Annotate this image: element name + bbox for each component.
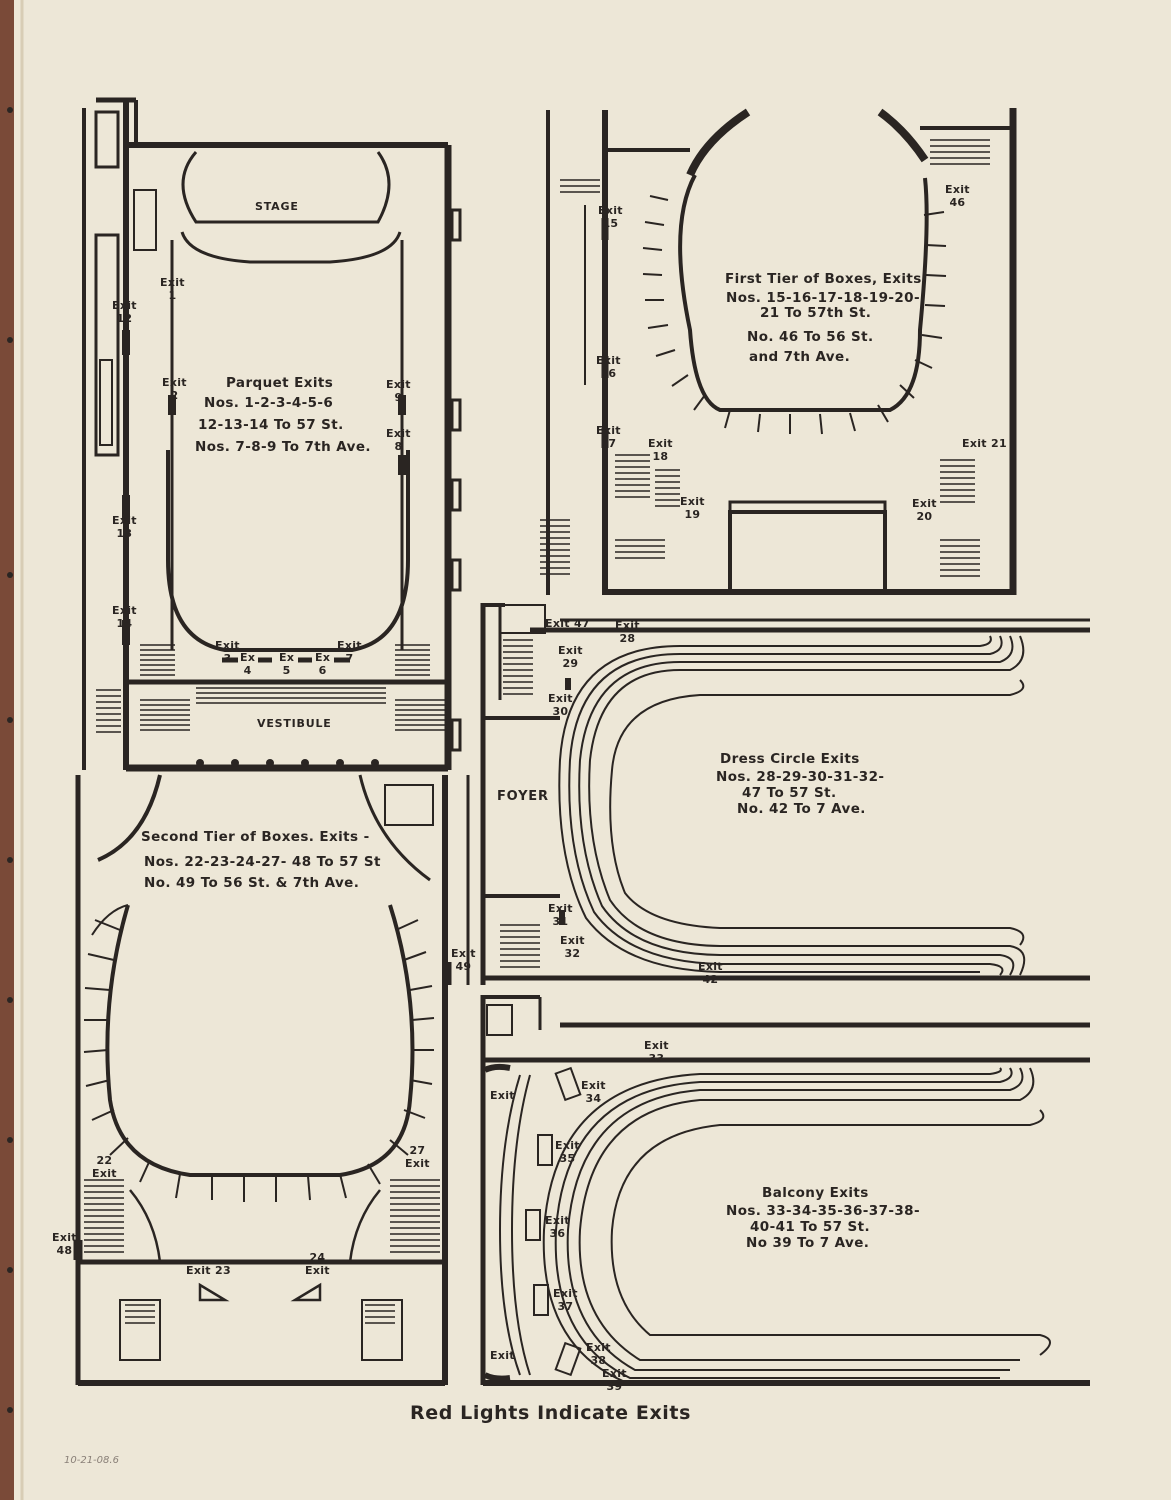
dress-circle-line-2: 47 To 57 St. <box>742 785 837 801</box>
second-tier-line-2: No. 49 To 56 St. & 7th Ave. <box>144 875 360 891</box>
first-tier-line-3: No. 46 To 56 St. <box>747 329 874 345</box>
first-tier-title: First Tier of Boxes, Exits <box>725 271 922 287</box>
second-tier-box-dividers <box>83 919 435 1202</box>
binding-stitches <box>7 107 13 1413</box>
archive-note: 10-21-08.6 <box>64 1455 119 1466</box>
first-tier-line-4: and 7th Ave. <box>749 349 851 365</box>
exit-41-marker: Exit <box>490 1349 515 1362</box>
balcony-plan <box>480 995 1090 1386</box>
parquet-title: Parquet Exits <box>226 375 334 391</box>
parquet-line-3: Nos. 7-8-9 To 7th Ave. <box>195 439 371 455</box>
page-caption: Red Lights Indicate Exits <box>410 1402 691 1424</box>
dress-circle-title: Dress Circle Exits <box>720 751 860 767</box>
parquet-plan <box>82 97 462 772</box>
stage-label: STAGE <box>255 200 299 213</box>
second-tier-plan <box>73 774 470 1386</box>
balcony-line-1: Nos. 33-34-35-36-37-38- <box>726 1203 920 1219</box>
first-tier-line-2: 21 To 57th St. <box>760 305 872 321</box>
balcony-line-2: 40-41 To 57 St. <box>750 1219 871 1235</box>
parquet-line-2: 12-13-14 To 57 St. <box>198 417 344 433</box>
dress-circle-line-1: Nos. 28-29-30-31-32- <box>716 769 885 785</box>
vestibule-label: VESTIBULE <box>257 717 332 730</box>
balcony-line-3: No 39 To 7 Ave. <box>746 1235 870 1251</box>
first-tier-line-1: Nos. 15-16-17-18-19-20- <box>726 290 920 306</box>
exit-40-marker: Exit <box>490 1089 515 1102</box>
first-tier-box-dividers <box>642 195 947 435</box>
paper-page <box>14 0 1171 1500</box>
second-tier-title: Second Tier of Boxes. Exits - <box>141 829 370 845</box>
exit-47-marker: Exit 47 <box>545 617 590 630</box>
parquet-line-1: Nos. 1-2-3-4-5-6 <box>204 395 334 411</box>
balcony-title: Balcony Exits <box>762 1185 869 1201</box>
exit-23-marker: Exit 23 <box>186 1264 231 1277</box>
first-tier-plan <box>540 108 1017 595</box>
exit-21-marker: Exit 21 <box>962 437 1007 450</box>
second-tier-line-1: Nos. 22-23-24-27- 48 To 57 St <box>144 854 381 870</box>
binding-edge <box>0 0 14 1500</box>
dress-circle-line-3: No. 42 To 7 Ave. <box>737 801 866 817</box>
balcony-rows <box>498 1067 1051 1383</box>
dress-circle-plan <box>480 603 1090 985</box>
foyer-label: FOYER <box>497 789 549 804</box>
dress-circle-rows <box>558 635 1026 976</box>
